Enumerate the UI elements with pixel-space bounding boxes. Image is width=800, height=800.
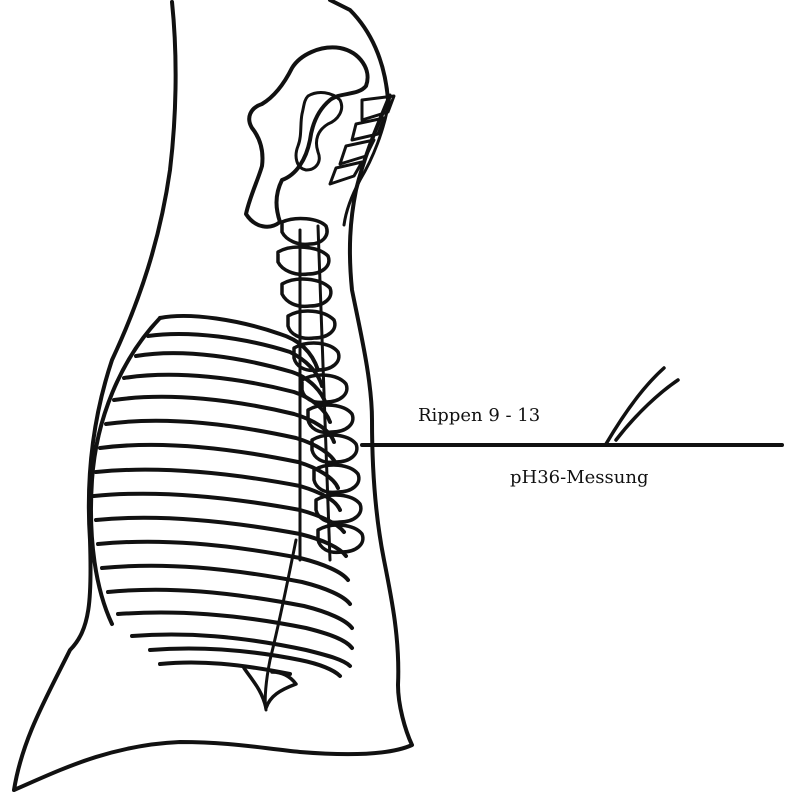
rib-cage	[88, 314, 354, 712]
ph-probe-symbol	[604, 366, 680, 446]
vertebra-foramen	[294, 91, 344, 172]
spinal-cord-segments	[328, 94, 396, 186]
spine-inner-line	[342, 93, 392, 227]
ph-measurement-label: pH36-Messung	[510, 467, 649, 488]
vertebra-cross-section	[244, 45, 370, 229]
carcass-outline	[12, 0, 414, 792]
ribs-label: Rippen 9 - 13	[418, 405, 541, 426]
